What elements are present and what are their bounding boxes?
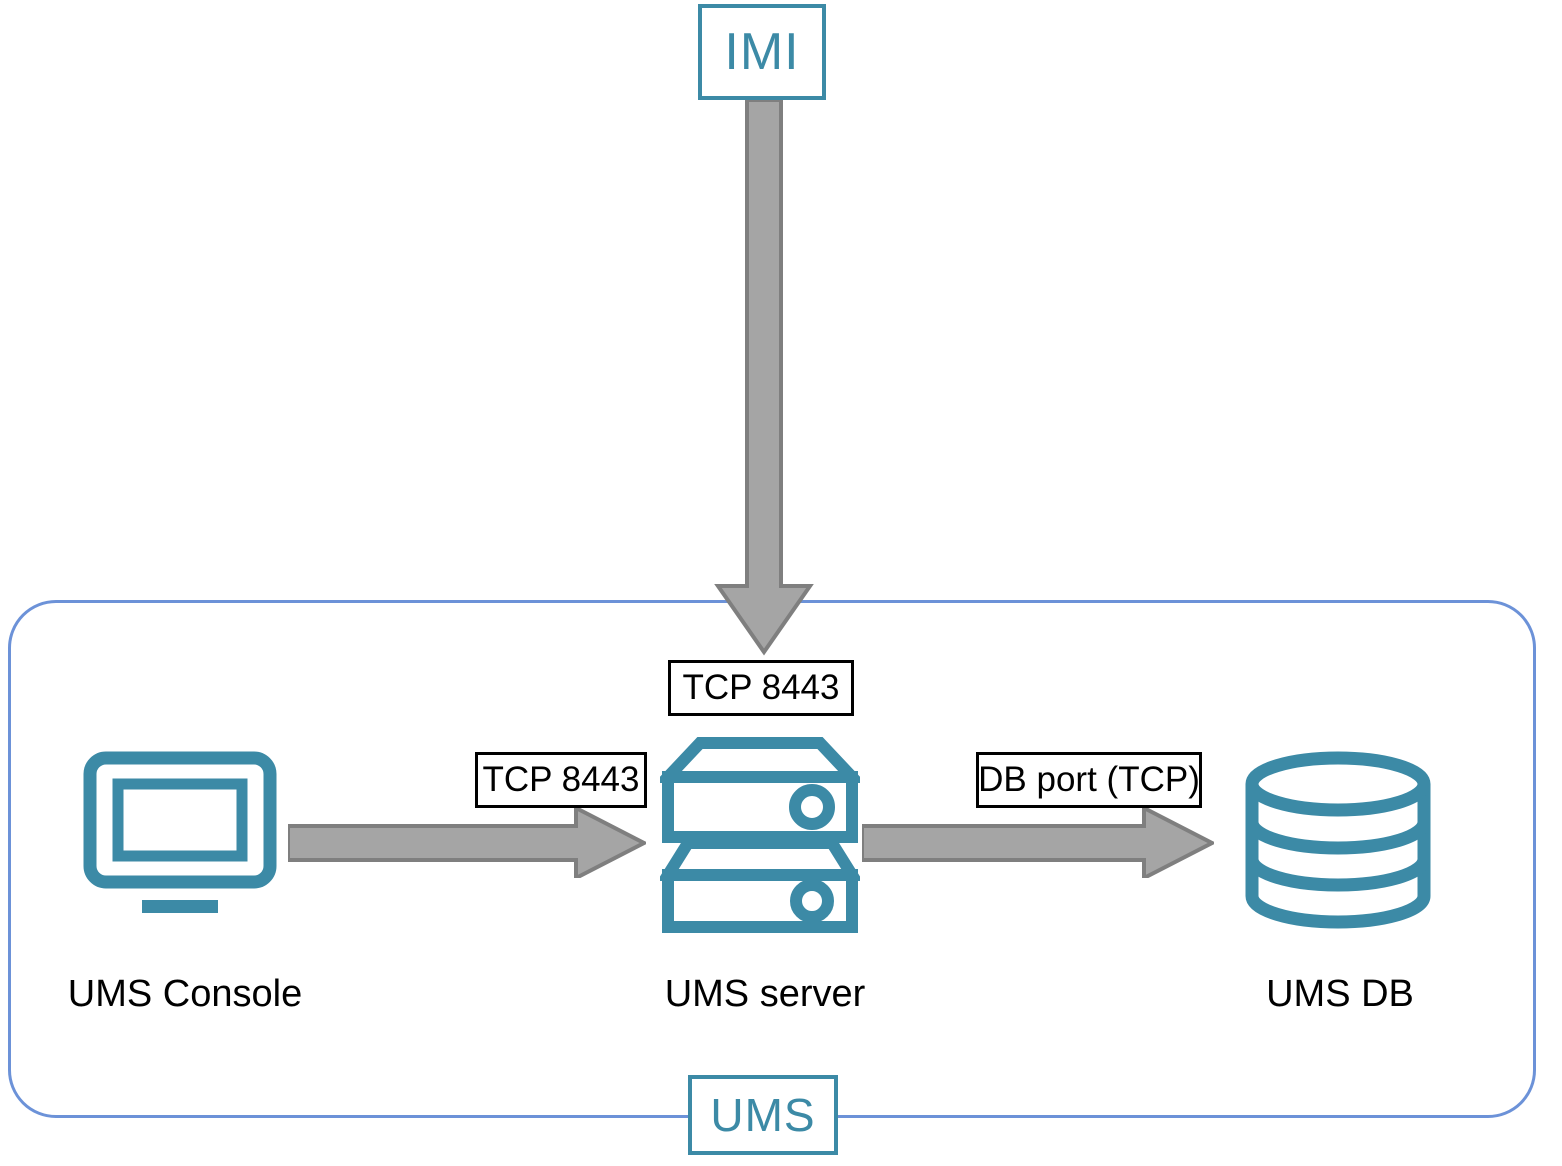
- arrow-server-to-db: [862, 808, 1214, 878]
- server-stack-icon: [660, 737, 860, 933]
- arrow-imi-to-server: [714, 100, 814, 656]
- port-label-server-to-db: DB port (TCP): [976, 752, 1202, 808]
- imi-tag-box: IMI: [698, 4, 826, 100]
- ums-tag-box: UMS: [688, 1075, 838, 1155]
- port-label-imi-to-server: TCP 8443: [668, 660, 854, 716]
- node-label-ums-server: UMS server: [664, 973, 866, 1015]
- database-cylinder-icon: [1245, 751, 1431, 929]
- imi-tag-label: IMI: [724, 23, 800, 81]
- node-label-ums-console: UMS Console: [67, 973, 303, 1015]
- port-label-console-to-server: TCP 8443: [475, 752, 647, 808]
- node-label-ums-db: UMS DB: [1266, 973, 1414, 1015]
- arrow-console-to-server: [288, 808, 646, 878]
- monitor-icon: [83, 751, 277, 913]
- ums-tag-label: UMS: [710, 1089, 816, 1141]
